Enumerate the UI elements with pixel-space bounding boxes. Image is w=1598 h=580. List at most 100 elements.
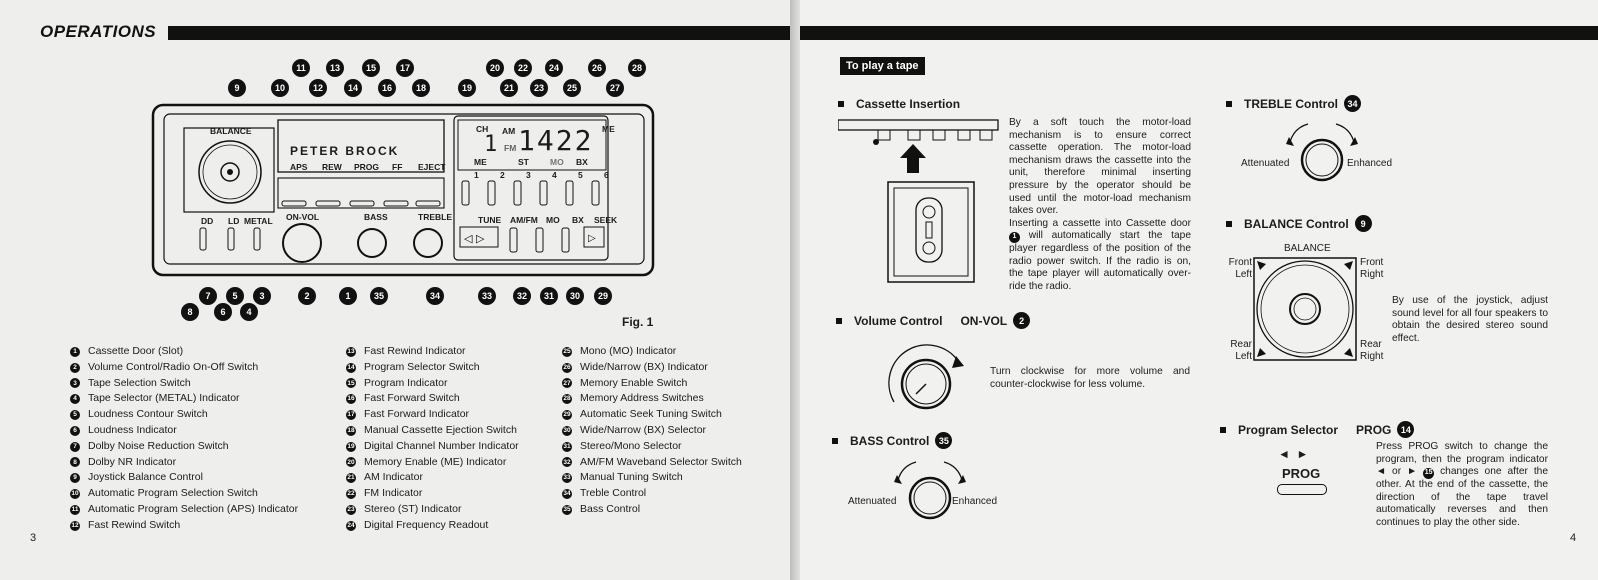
callout-12: 12	[309, 79, 327, 97]
callout-17: 17	[396, 59, 414, 77]
legend-text: Automatic Program Selection (APS) Indica…	[88, 502, 299, 515]
callout-13: 13	[326, 59, 344, 77]
legend-number-badge: 1	[70, 346, 80, 357]
callout-31: 31	[540, 287, 558, 305]
volume-number-badge: 2	[1013, 312, 1031, 329]
ld-label: LD	[228, 216, 240, 226]
legend-text: AM/FM Waveband Selector Switch	[580, 455, 742, 468]
legend-number-badge: 21	[346, 473, 356, 484]
legend-item: 32 AM/FM Waveband Selector Switch	[562, 455, 742, 471]
legend-number-badge: 4	[70, 394, 80, 405]
am-label: AM	[502, 126, 516, 136]
callout-14: 14	[344, 79, 362, 97]
legend-number-badge: 26	[562, 362, 572, 373]
legend-number-badge: 14	[346, 362, 356, 373]
callout-20: 20	[486, 59, 504, 77]
right-page	[800, 0, 1598, 580]
header-rule	[800, 26, 1598, 40]
balance-text: By use of the joystick, adjust sound lev…	[1392, 295, 1548, 344]
bass-knob-illustration	[894, 461, 966, 520]
balance-label: BALANCE	[210, 126, 252, 136]
legend-text: Dolby NR Indicator	[88, 455, 177, 468]
legend-number-badge: 20	[346, 457, 356, 468]
treble-attenuated-label: Attenuated	[1241, 158, 1290, 169]
rew-button[interactable]: REW	[322, 162, 342, 172]
cassette-insertion-title: Cassette Insertion	[838, 97, 960, 111]
legend-text: Wide/Narrow (BX) Selector	[580, 423, 707, 436]
callout-6: 6	[214, 303, 232, 321]
preset-1-label: 1	[474, 170, 479, 180]
rear-left-label: Rear Left	[1230, 339, 1252, 362]
treble-label: TREBLE	[418, 212, 452, 222]
legend-text: Wide/Narrow (BX) Indicator	[580, 360, 708, 373]
callout-29: 29	[594, 287, 612, 305]
legend-item: 3 Tape Selection Switch	[70, 376, 298, 392]
bass-number-badge: 35	[935, 432, 953, 449]
callout-9: 9	[228, 79, 246, 97]
legend-number-badge: 32	[562, 457, 572, 468]
legend-number-badge: 15	[346, 378, 356, 389]
callout-30: 30	[566, 287, 584, 305]
legend-text: Dolby Noise Reduction Switch	[88, 439, 229, 452]
legend-text: Program Selector Switch	[364, 360, 480, 373]
legend-number-badge: 18	[346, 425, 356, 436]
callout-8: 8	[181, 303, 199, 321]
front-right-label: Front Right	[1360, 257, 1384, 280]
legend-number-badge: 10	[70, 489, 80, 500]
mo-switch-label: MO	[546, 215, 560, 225]
program-text: Press PROG switch to change the program,…	[1376, 441, 1548, 528]
legend-item: 4 Tape Selector (METAL) Indicator	[70, 391, 298, 407]
legend-number-badge: 7	[70, 441, 80, 452]
legend-text: Treble Control	[580, 487, 647, 500]
callout-4: 4	[240, 303, 258, 321]
prog-button[interactable]	[1277, 484, 1327, 495]
legend-item: 1 Cassette Door (Slot)	[70, 344, 298, 360]
prog-arrows-icon: ◄ ►	[1278, 447, 1309, 461]
legend-text: Automatic Seek Tuning Switch	[580, 408, 722, 421]
legend-item: 18 Manual Cassette Ejection Switch	[346, 423, 519, 439]
legend-number-badge: 35	[562, 504, 572, 515]
ff-button[interactable]: FF	[392, 162, 403, 172]
legend-text: Tape Selector (METAL) Indicator	[88, 392, 240, 405]
legend-number-badge: 17	[346, 410, 356, 421]
legend-number-badge: 16	[346, 394, 356, 405]
radio-diagram: ▷ ◁ ▷	[151, 103, 655, 277]
st-label: ST	[518, 157, 529, 167]
treble-enhanced-label: Enhanced	[1347, 158, 1393, 169]
aps-button[interactable]: APS	[290, 162, 308, 172]
callout-1: 1	[339, 287, 357, 305]
callout-25: 25	[563, 79, 581, 97]
legend-text: Stereo (ST) Indicator	[364, 502, 462, 515]
legend-number-badge: 13	[346, 346, 356, 357]
treble-knob-illustration	[1286, 123, 1358, 182]
frequency-readout: 1422	[518, 124, 594, 157]
callout-32: 32	[513, 287, 531, 305]
prog-button[interactable]: PROG	[354, 162, 380, 172]
legend-text: Manual Cassette Ejection Switch	[364, 423, 517, 436]
legend-number-badge: 3	[70, 378, 80, 389]
legend-text: Tape Selection Switch	[88, 376, 191, 389]
legend-number-badge: 34	[562, 489, 572, 500]
legend-text: Loudness Indicator	[88, 423, 177, 436]
callout-18: 18	[412, 79, 430, 97]
bass-label: BASS	[364, 212, 388, 222]
legend-item: 35 Bass Control	[562, 502, 742, 518]
legend-text: Cassette Door (Slot)	[88, 345, 184, 357]
eject-button[interactable]: EJECT	[418, 162, 446, 172]
display-text: PETER BROCK	[290, 144, 400, 158]
legend-text: Bass Control	[580, 502, 641, 515]
